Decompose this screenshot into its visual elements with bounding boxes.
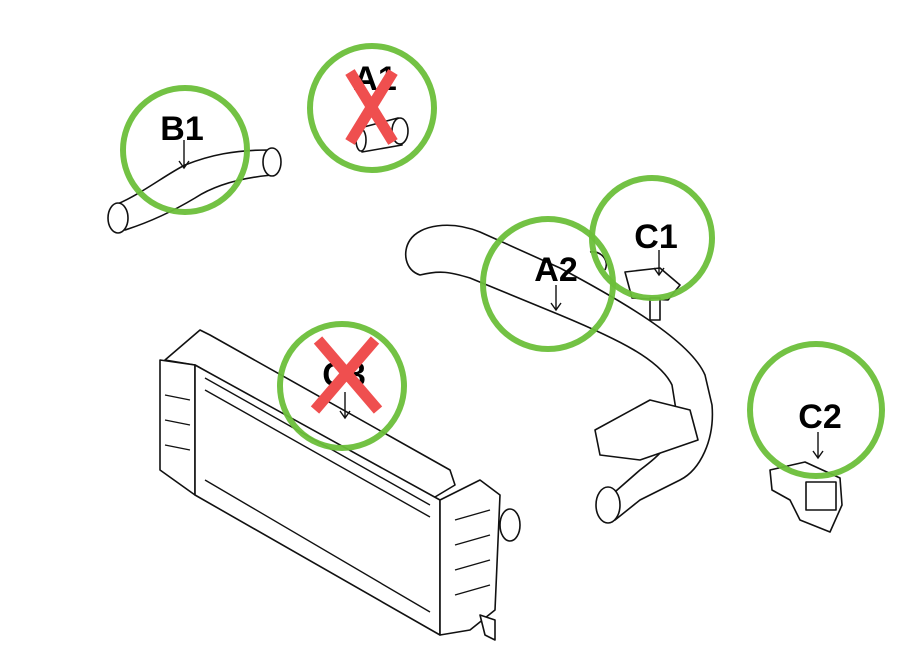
callout-ring-c1 [589,175,715,301]
callout-label-a2: A2 [534,251,578,289]
callout-arrows [178,140,824,460]
callout-ring-c2 [747,341,885,479]
callout-ring-b1 [120,85,250,215]
part-a2-hose [404,224,714,524]
callout-ring-a1 [307,43,437,173]
callout-label-b1: B1 [160,110,204,148]
callout-ring-c3 [277,321,407,451]
cross-icon-c3 [310,336,383,414]
cross-icon-a1 [345,69,398,145]
callout-label-c1: C1 [634,218,678,256]
part-intercooler [159,329,521,641]
part-b1-hose [107,147,282,234]
part-c2-sensor [769,461,843,533]
callout-label-c2: C2 [798,398,842,436]
